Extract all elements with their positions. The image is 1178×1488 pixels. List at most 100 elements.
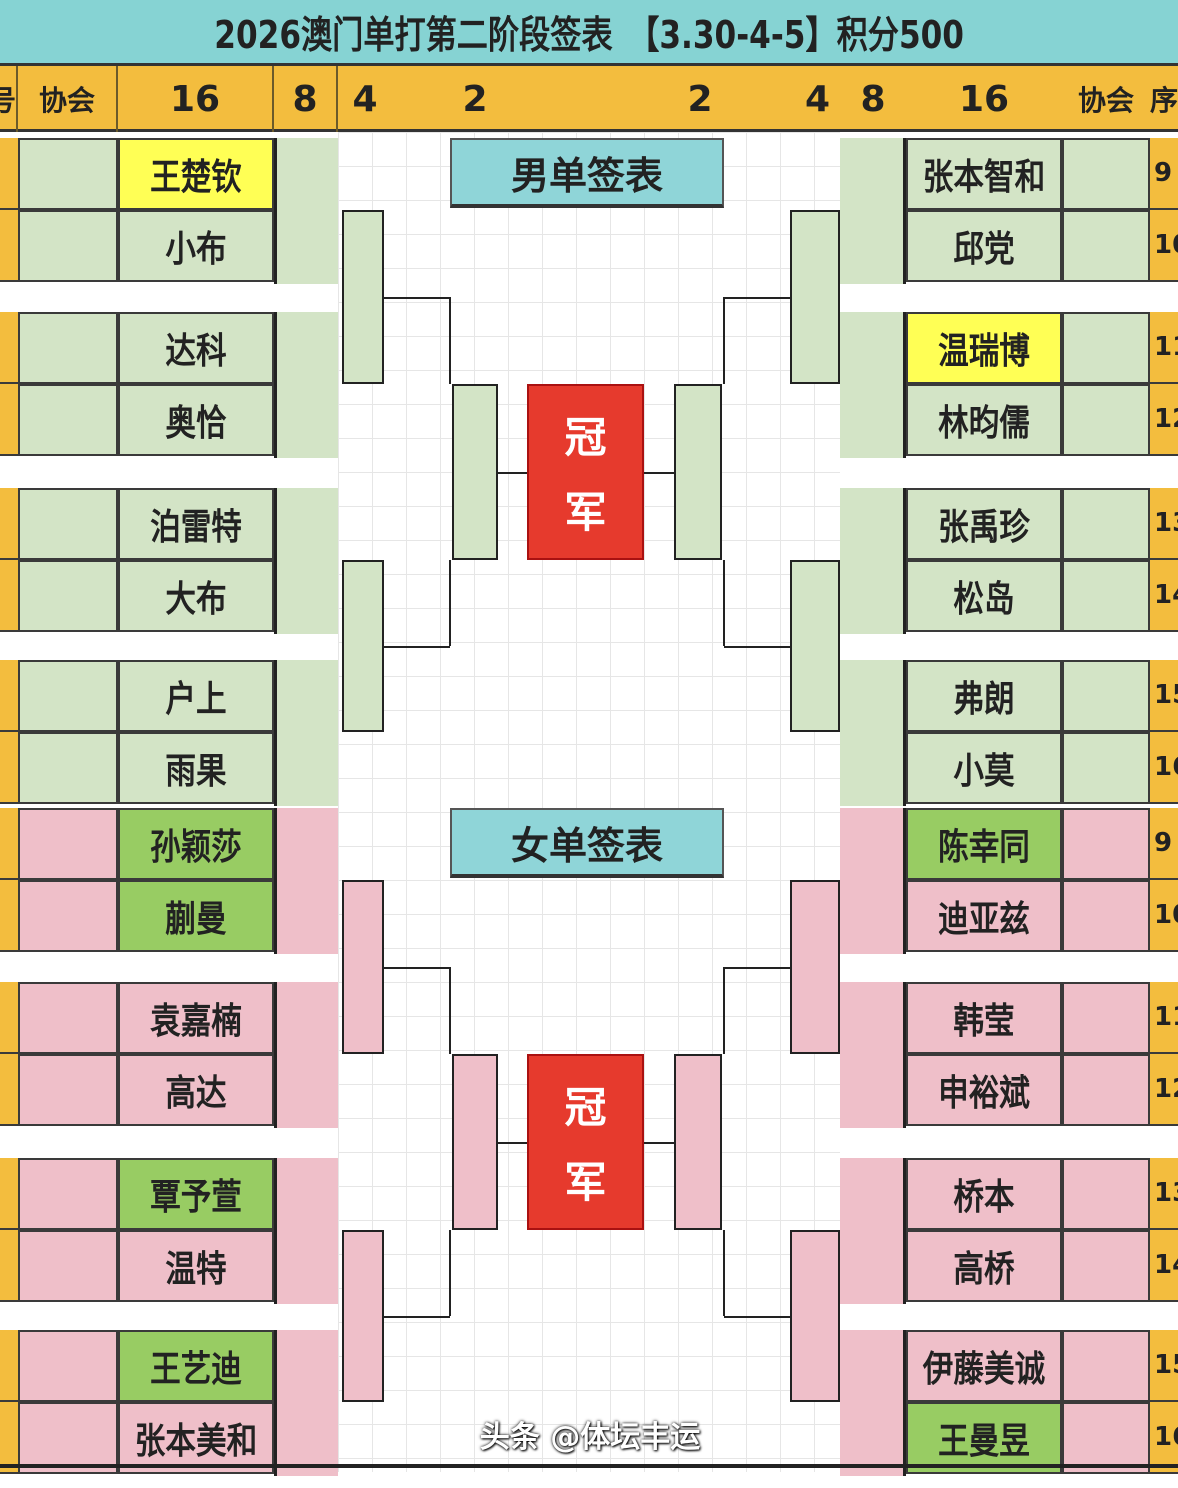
assoc-cell-left: [18, 1158, 118, 1230]
player-name-cell[interactable]: 雨果: [118, 732, 274, 804]
player-name-cell[interactable]: 陈幸同: [906, 808, 1062, 880]
assoc-cell-left: [18, 210, 118, 282]
assoc-cell-right: [1062, 660, 1150, 732]
player-name-cell[interactable]: 迪亚兹: [906, 880, 1062, 952]
r8-slot-left: [274, 982, 338, 1128]
player-name-cell[interactable]: 蒯曼: [118, 880, 274, 952]
r4-slot-right: [790, 1230, 840, 1402]
assoc-cell-right: [1062, 808, 1150, 880]
connector-line: [498, 1142, 527, 1144]
connector-line: [384, 967, 450, 969]
seq-cell-right: 16: [1150, 1402, 1178, 1474]
player-name-cell[interactable]: 王艺迪: [118, 1330, 274, 1402]
assoc-cell-left: [18, 560, 118, 632]
assoc-cell-right: [1062, 210, 1150, 282]
page-title: 2026澳门单打第二阶段签表 【3.30-4-5】积分500: [0, 0, 1178, 66]
player-name-cell[interactable]: 小布: [118, 210, 274, 282]
player-name: 雨果: [165, 751, 227, 792]
player-name-cell[interactable]: 申裕斌: [906, 1054, 1062, 1126]
assoc-cell-right: [1062, 1158, 1150, 1230]
assoc-cell-left: [18, 312, 118, 384]
semifinal-slot-left: [452, 1054, 498, 1230]
player-name-cell[interactable]: 温特: [118, 1230, 274, 1302]
player-name-cell[interactable]: 袁嘉楠: [118, 982, 274, 1054]
player-name-cell[interactable]: 温瑞博: [906, 312, 1062, 384]
seq-cell-right: 12: [1150, 1054, 1178, 1126]
seq-cell-right: 11: [1150, 312, 1178, 384]
player-name-cell[interactable]: 伊藤美诚: [906, 1330, 1062, 1402]
seq-cell-left: [0, 1054, 18, 1126]
player-name-cell[interactable]: 张本智和: [906, 138, 1062, 210]
player-name-cell[interactable]: 孙颖莎: [118, 808, 274, 880]
player-name: 桥本: [953, 1177, 1015, 1218]
connector-line: [384, 297, 450, 299]
seq-cell-left: [0, 1402, 18, 1474]
player-name-cell[interactable]: 林昀儒: [906, 384, 1062, 456]
assoc-cell-left: [18, 732, 118, 804]
seq-cell-right: 14: [1150, 560, 1178, 632]
player-name: 邱党: [953, 229, 1015, 270]
seq-cell-left: [0, 660, 18, 732]
player-name-cell[interactable]: 覃予萱: [118, 1158, 274, 1230]
player-name-cell[interactable]: 邱党: [906, 210, 1062, 282]
player-name-cell[interactable]: 达科: [118, 312, 274, 384]
player-name: 泊雷特: [150, 507, 242, 548]
player-name-cell[interactable]: 王楚钦: [118, 138, 274, 210]
r8-slot-left: [274, 488, 338, 634]
player-name-cell[interactable]: 户上: [118, 660, 274, 732]
assoc-cell-right: [1062, 1054, 1150, 1126]
connector-line: [723, 1230, 725, 1316]
assoc-cell-left: [18, 384, 118, 456]
seq-cell-right: 15: [1150, 660, 1178, 732]
header-r4-right: 4: [804, 78, 831, 120]
player-name: 温特: [165, 1249, 227, 1290]
connector-line: [384, 1316, 450, 1318]
player-name-cell[interactable]: 弗朗: [906, 660, 1062, 732]
player-name: 林昀儒: [938, 403, 1030, 444]
seq-cell-left: [0, 138, 18, 210]
header-r8-left: 8: [274, 66, 338, 132]
player-name-cell[interactable]: 大布: [118, 560, 274, 632]
player-name: 高桥: [953, 1249, 1015, 1290]
seq-cell-right: 16: [1150, 732, 1178, 804]
player-name-cell[interactable]: 桥本: [906, 1158, 1062, 1230]
assoc-cell-right: [1062, 1402, 1150, 1474]
seq-cell-right: 15: [1150, 1330, 1178, 1402]
player-name: 奥恰: [165, 403, 227, 444]
assoc-cell-right: [1062, 880, 1150, 952]
player-name-cell[interactable]: 王曼昱: [906, 1402, 1062, 1474]
women-draw-title: 女单签表: [450, 808, 724, 878]
player-name: 陈幸同: [938, 827, 1030, 868]
r8-slot-right: [840, 1330, 906, 1476]
connector-line: [724, 297, 790, 299]
player-name: 户上: [165, 679, 227, 720]
player-name-cell[interactable]: 高桥: [906, 1230, 1062, 1302]
player-name-cell[interactable]: 泊雷特: [118, 488, 274, 560]
r4-slot-left: [342, 560, 384, 732]
player-name-cell[interactable]: 奥恰: [118, 384, 274, 456]
player-name-cell[interactable]: 松岛: [906, 560, 1062, 632]
seq-cell-left: [0, 808, 18, 880]
header-r4-left: 4: [352, 78, 378, 120]
player-name: 弗朗: [953, 679, 1015, 720]
assoc-cell-right: [1062, 1230, 1150, 1302]
r8-slot-right: [840, 488, 906, 634]
player-name: 蒯曼: [165, 899, 227, 940]
header-r2-right: 2: [687, 78, 713, 120]
header-seq-left: 号: [0, 66, 18, 132]
player-name: 达科: [165, 331, 227, 372]
player-name-cell[interactable]: 韩莹: [906, 982, 1062, 1054]
player-name-cell[interactable]: 高达: [118, 1054, 274, 1126]
r8-slot-left: [274, 312, 338, 458]
player-name-cell[interactable]: 张禹珍: [906, 488, 1062, 560]
connector-line: [723, 967, 725, 1054]
header-r2-left: 2: [462, 78, 488, 120]
seq-cell-left: [0, 1330, 18, 1402]
seq-cell-right: 9: [1150, 808, 1178, 880]
player-name-cell[interactable]: 小莫: [906, 732, 1062, 804]
player-name: 小莫: [953, 751, 1015, 792]
assoc-cell-left: [18, 808, 118, 880]
player-name-cell[interactable]: 张本美和: [118, 1402, 274, 1474]
bracket-grid-background: [338, 132, 840, 1472]
women-champion-box: 冠军: [527, 1054, 644, 1230]
